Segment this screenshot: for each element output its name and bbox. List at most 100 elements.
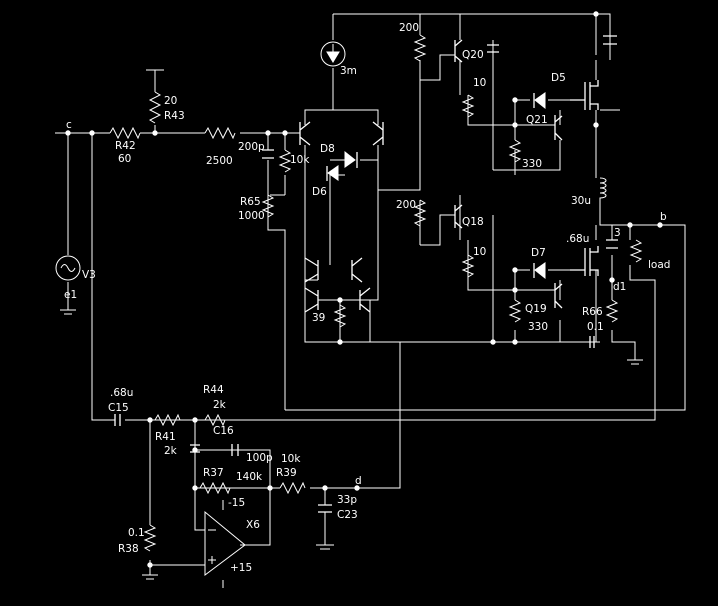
q18 — [454, 204, 463, 229]
r2500-value: 2500 — [206, 155, 233, 167]
r41 — [154, 413, 181, 427]
d6-label: D6 — [312, 186, 327, 198]
r44-value: 2k — [213, 399, 227, 411]
c23-label: C23 — [337, 509, 358, 521]
r330-bot-value: 330 — [528, 321, 548, 333]
c-top-right — [603, 35, 617, 45]
r43-label: R43 — [164, 110, 185, 122]
junction-dots — [65, 11, 663, 568]
node-b-label: b — [660, 211, 667, 223]
r42 — [109, 126, 141, 140]
mosfet-upper — [570, 80, 599, 110]
sources — [55, 41, 346, 290]
c33p-value: 33p — [337, 494, 357, 506]
r65-label: R65 — [240, 196, 261, 208]
r39ohm-value: 39 — [312, 312, 325, 324]
opamp-neg-supply: -15 — [228, 497, 245, 509]
q-diff-right — [372, 121, 384, 146]
d7-label: D7 — [531, 247, 546, 259]
q21-label: Q21 — [526, 114, 548, 126]
c15-value: .68u — [110, 387, 133, 399]
r330-top-value: 330 — [522, 158, 542, 170]
r-load — [629, 239, 643, 263]
e1-label: e1 — [64, 289, 77, 301]
diodes — [326, 92, 546, 280]
r41-label: R41 — [155, 431, 176, 443]
r42-value: 60 — [118, 153, 131, 165]
q19 — [554, 283, 563, 309]
c23 — [318, 504, 332, 513]
r38 — [143, 524, 157, 552]
r43-value: 20 — [164, 95, 177, 107]
r200-bot — [413, 199, 427, 227]
q-mirror-4 — [359, 287, 371, 313]
d1-label: d1 — [613, 281, 626, 293]
q20 — [454, 39, 463, 63]
r10-bot — [461, 254, 475, 278]
node-d-label: d — [355, 475, 362, 487]
d5 — [534, 92, 546, 110]
component-labels: c b d R42 60 20 R43 2500 200p 10k R65 10… — [64, 22, 670, 574]
r42-label: R42 — [115, 140, 136, 152]
d8-label: D8 — [320, 143, 335, 155]
r330-bot — [508, 299, 522, 323]
load-label: load — [648, 259, 670, 271]
r44-label: R44 — [203, 384, 224, 396]
c15-label: C15 — [108, 402, 129, 414]
r43 — [148, 91, 162, 124]
voltage-source-v3 — [55, 255, 81, 281]
c100p-value: 100p — [246, 452, 273, 464]
r65 — [261, 194, 275, 218]
ground-symbols — [60, 69, 643, 580]
r66-label: R66 — [582, 306, 603, 318]
q19-label: Q19 — [525, 303, 547, 315]
r39 — [279, 481, 306, 495]
cap3-value: 3 — [614, 227, 621, 239]
inductor-30u — [599, 177, 607, 200]
r200-top-value: 200 — [399, 22, 419, 34]
opamp-x6 — [204, 510, 246, 576]
c15 — [114, 414, 121, 426]
d7 — [534, 262, 546, 280]
r39ohm — [333, 304, 347, 328]
r10k — [278, 149, 292, 173]
resistors — [109, 34, 643, 552]
r37-value: 140k — [236, 471, 263, 483]
x6-label: X6 — [246, 519, 260, 531]
r10k-value: 10k — [290, 154, 310, 166]
current-source-3m — [320, 41, 346, 67]
r200-top — [413, 34, 427, 62]
q-mirror-1 — [304, 257, 319, 283]
r330-top — [508, 139, 522, 163]
c68u-out-value: .68u — [566, 233, 589, 245]
source-3m-value: 3m — [340, 65, 357, 77]
r41-value: 2k — [164, 445, 178, 457]
d5-label: D5 — [551, 72, 566, 84]
mosfet-lower — [570, 246, 599, 276]
r37-label: R37 — [203, 467, 224, 479]
r66 — [605, 299, 619, 323]
q20-label: Q20 — [462, 49, 484, 61]
r10-bot-value: 10 — [473, 246, 486, 258]
c16-label: C16 — [213, 425, 234, 437]
r38-label: R38 — [118, 543, 139, 555]
q-diff-left — [299, 121, 311, 146]
v3-label: V3 — [82, 269, 96, 281]
c100p — [231, 444, 239, 456]
r37 — [199, 481, 231, 495]
r10-top — [461, 94, 475, 118]
c200p-value: 200p — [238, 141, 265, 153]
r65-value: 1000 — [238, 210, 265, 222]
c200p — [262, 149, 274, 159]
d8 — [344, 150, 356, 168]
r39-value: 10k — [281, 453, 301, 465]
c-bottom — [589, 336, 595, 348]
q21 — [554, 115, 563, 141]
inductor-value: 30u — [571, 195, 591, 207]
c-q20 — [487, 44, 499, 53]
r2500 — [204, 126, 236, 140]
r39-label: R39 — [276, 467, 297, 479]
node-c-label: c — [66, 119, 72, 131]
